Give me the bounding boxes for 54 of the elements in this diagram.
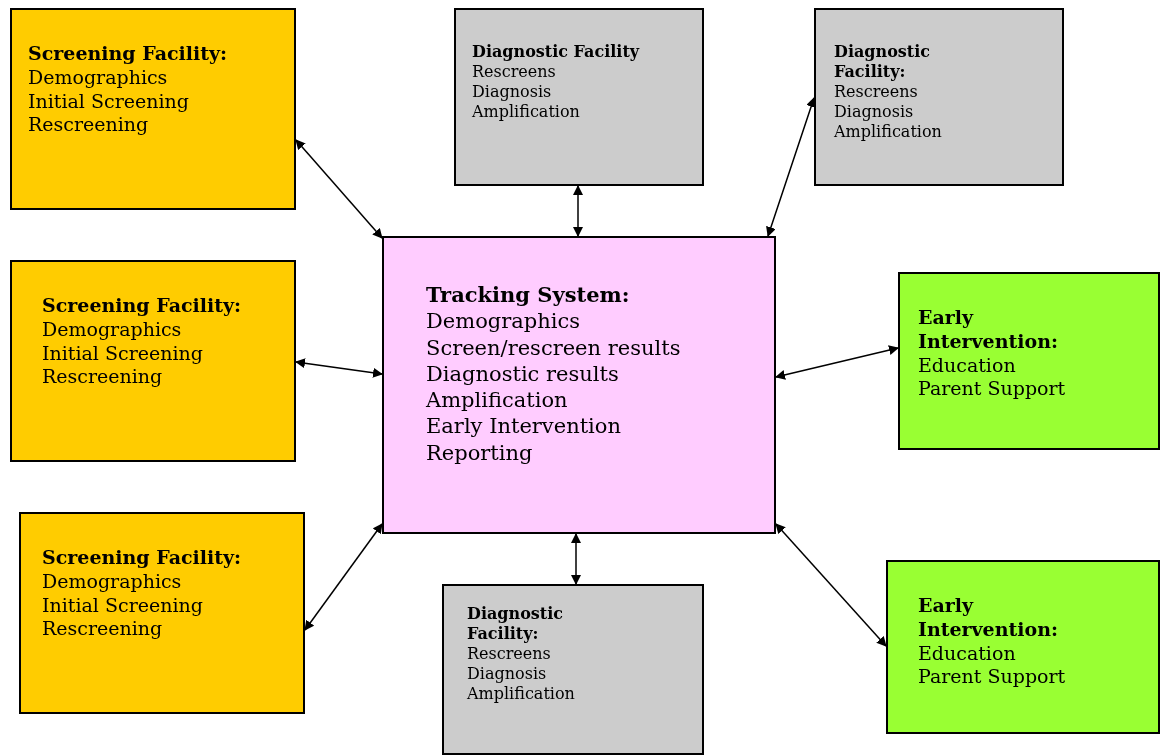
double-arrow: [766, 97, 816, 237]
early-intervention-box: [898, 272, 1160, 450]
double-arrow: [775, 523, 887, 647]
list-item: Demographics: [426, 308, 581, 335]
list-item: Initial Screening: [42, 593, 203, 618]
list-item: Demographics: [28, 65, 168, 90]
screening-facility-box: [19, 512, 305, 714]
list-item: Diagnostic results: [426, 360, 619, 387]
box-heading: Tracking System:: [426, 282, 630, 309]
box-heading: Screening Facility:: [42, 294, 242, 318]
list-item: Rescreens: [472, 62, 556, 82]
diagnostic-facility-box: [454, 8, 704, 186]
diagnostic-facility-box: [442, 584, 704, 755]
list-item: Screen/rescreen results: [426, 334, 681, 361]
box-heading: Screening Facility:: [28, 42, 228, 66]
screening-facility-box: [10, 8, 296, 210]
list-item: Amplification: [426, 387, 568, 414]
list-item: Amplification: [834, 122, 942, 142]
box-heading: Early Intervention:: [918, 594, 1059, 642]
box-heading: Early Intervention:: [918, 306, 1059, 354]
diagnostic-facility-box: [814, 8, 1064, 186]
box-heading: Diagnostic Facility:: [834, 42, 932, 82]
list-item: Education: [918, 641, 1016, 666]
list-item: Parent Support: [918, 665, 1066, 689]
double-arrow: [304, 523, 383, 631]
list-item: Education: [918, 353, 1016, 378]
double-arrow: [571, 533, 581, 585]
list-item: Initial Screening: [28, 89, 189, 114]
list-item: Demographics: [42, 569, 182, 594]
early-intervention-box: [886, 560, 1160, 734]
list-item: Reporting: [426, 439, 533, 466]
box-heading: Diagnostic Facility:: [467, 604, 565, 644]
list-item: Parent Support: [918, 377, 1066, 401]
list-item: Early Intervention: [426, 413, 621, 440]
list-item: Rescreens: [834, 82, 918, 102]
list-item: Diagnosis: [467, 664, 547, 684]
double-arrow: [573, 185, 583, 237]
list-item: Diagnosis: [472, 82, 552, 102]
list-item: Rescreening: [28, 113, 149, 137]
box-heading: Diagnostic Facility: [472, 42, 640, 62]
tracking-system-box: [382, 236, 776, 534]
list-item: Diagnosis: [834, 102, 914, 122]
box-heading: Screening Facility:: [42, 546, 242, 570]
list-item: Demographics: [42, 317, 182, 342]
double-arrow: [775, 345, 899, 380]
list-item: Rescreening: [42, 617, 163, 641]
list-item: Rescreens: [467, 644, 551, 664]
list-item: Initial Screening: [42, 341, 203, 366]
list-item: Amplification: [472, 102, 580, 122]
list-item: Amplification: [467, 684, 575, 704]
double-arrow: [295, 358, 383, 378]
list-item: Rescreening: [42, 365, 163, 389]
screening-facility-box: [10, 260, 296, 462]
double-arrow: [295, 139, 383, 239]
